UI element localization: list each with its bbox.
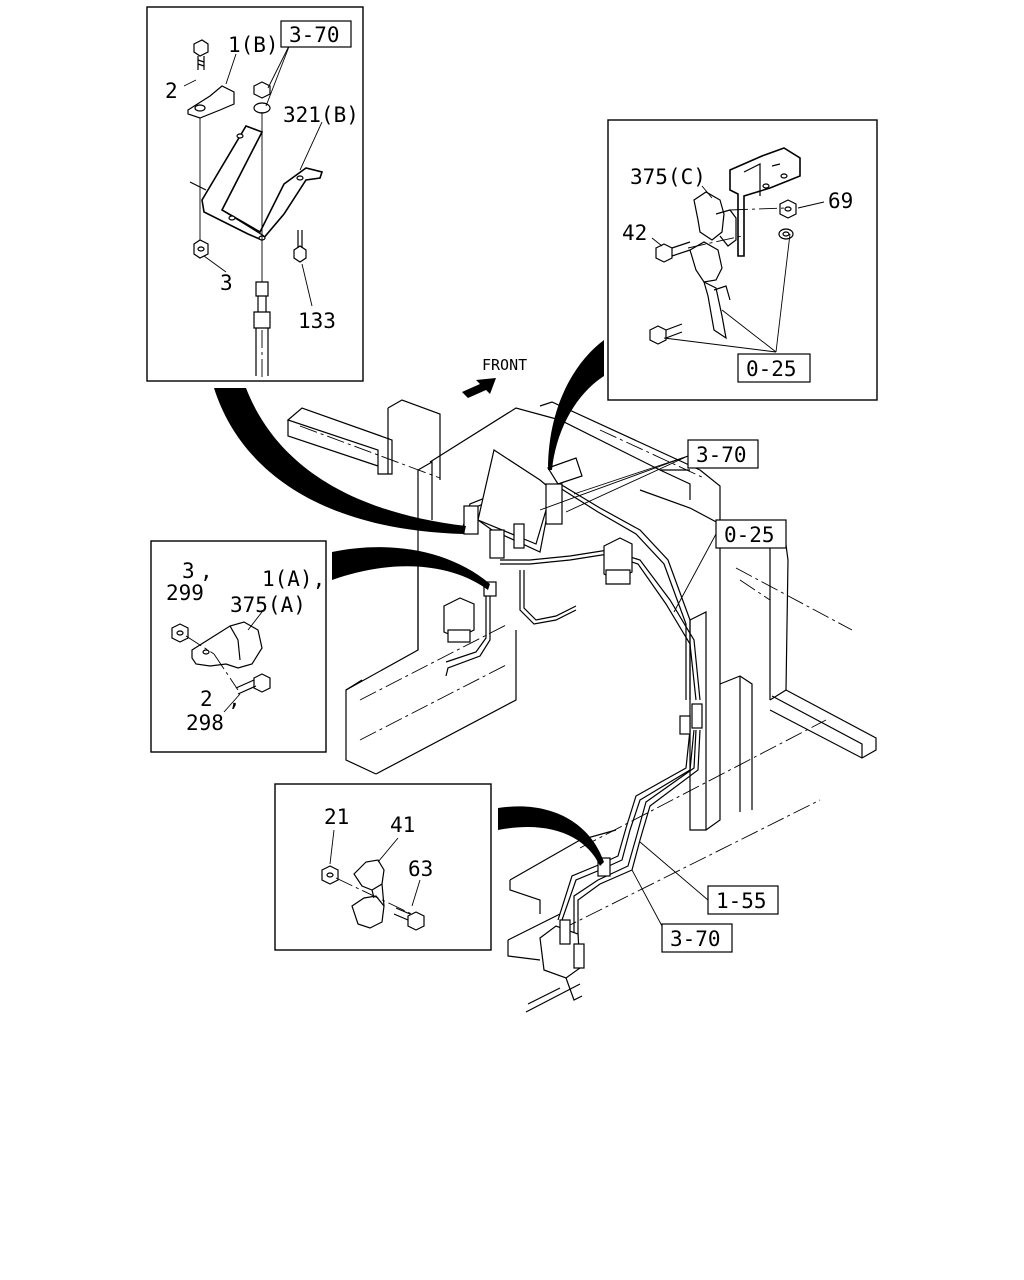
label-375a: 375(A) — [230, 593, 306, 617]
label-3: 3 — [220, 271, 233, 295]
ref-box-top-right — [737, 353, 811, 383]
ref-box-main-upper — [687, 439, 759, 469]
label-2-a: 2 — [200, 687, 213, 711]
ref-code-main-lower-a: 1-55 — [716, 889, 767, 913]
ref-code-top-left: 3-70 — [289, 23, 340, 47]
label-comma-b: , — [228, 687, 241, 711]
label-3-a: 3 — [182, 559, 195, 583]
label-1a: 1(A), — [262, 567, 325, 591]
label-comma-a: , — [200, 559, 213, 583]
ref-box-main-mid — [715, 519, 787, 549]
label-21: 21 — [324, 805, 349, 829]
ref-code-top-right: 0-25 — [746, 357, 797, 381]
label-321b: 321(B) — [283, 103, 359, 127]
front-label: FRONT — [482, 356, 527, 374]
label-2: 2 — [165, 79, 178, 103]
label-42: 42 — [622, 221, 647, 245]
main-references: 3-70 0-25 1-55 3-70 — [539, 439, 787, 953]
label-63: 63 — [408, 857, 433, 881]
ref-box-top-left — [280, 20, 352, 48]
label-1b: 1(B) — [228, 33, 279, 57]
front-arrow-icon — [462, 378, 496, 398]
label-299: 299 — [166, 581, 204, 605]
ref-code-main-mid: 0-25 — [724, 523, 775, 547]
callout-swoosh-bottom — [498, 806, 604, 866]
callout-swoosh-top-left — [214, 388, 466, 534]
ref-box-main-lower-b — [661, 923, 733, 953]
ref-code-main-upper: 3-70 — [696, 443, 747, 467]
label-41: 41 — [390, 813, 415, 837]
label-298: 298 — [186, 711, 224, 735]
detail-box-bottom: 21 41 63 — [274, 783, 492, 951]
main-components — [443, 449, 703, 1001]
ref-box-main-lower-a — [707, 885, 779, 915]
callout-swoosh-top-right — [548, 340, 604, 470]
label-375c: 375(C) — [630, 165, 706, 189]
callout-swoosh-mid-left — [332, 547, 490, 590]
detail-box-mid-left: 3 , 299 1(A), 375(A) 2 , 298 — [150, 540, 327, 753]
front-direction-indicator: FRONT — [462, 356, 527, 398]
ref-code-main-lower-b: 3-70 — [670, 927, 721, 951]
label-133: 133 — [298, 309, 336, 333]
label-69: 69 — [828, 189, 853, 213]
detail-box-top-right: 0-25 375(C) 69 42 — [607, 119, 878, 401]
callout-swooshes — [214, 340, 604, 866]
detail-box-top-left: 3-70 1(B) 2 321(B) 3 133 — [146, 6, 364, 382]
